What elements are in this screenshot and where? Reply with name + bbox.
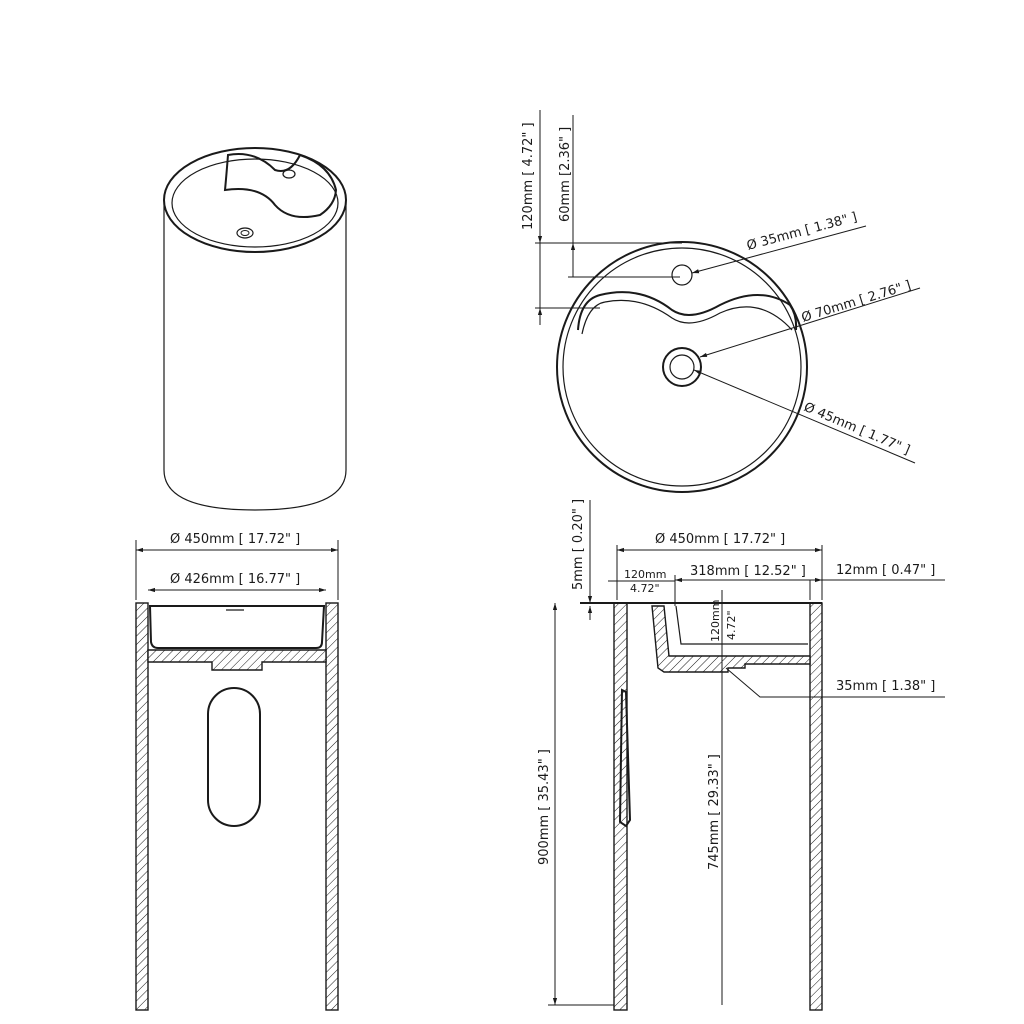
dim-900-label: 900mm [ 35.43" ] <box>537 749 552 865</box>
dim-35-label: 35mm [ 1.38" ] <box>836 679 935 694</box>
depth-120-in-label: 4.72" <box>725 610 738 640</box>
perspective-view <box>163 147 347 511</box>
side-section: Ø 450mm [ 17.72" ] 318mm [ 12.52" ] 120m… <box>537 499 945 1011</box>
dia-45-label: Ø 45mm [ 1.77" ] <box>801 400 912 458</box>
dim-12-label: 12mm [ 0.47" ] <box>836 563 935 578</box>
depth-120-mm-label: 120mm <box>709 600 722 642</box>
dim-318-label: 318mm [ 12.52" ] <box>690 564 806 579</box>
dia-35-label: Ø 35mm [ 1.38" ] <box>745 210 859 254</box>
dim-120-in-label: 4.72" <box>630 582 660 595</box>
side-dia-450-label: Ø 450mm [ 17.72" ] <box>655 532 785 547</box>
top-view: 120mm [ 4.72" ] 60mm [2.36" ] Ø 35mm [ 1… <box>521 110 921 493</box>
front-section: Ø 450mm [ 17.72" ] Ø 426mm [ 16.77" ] <box>135 532 339 1011</box>
dia-70-label: Ø 70mm [ 2.76" ] <box>800 278 913 326</box>
dim-5-label: 5mm [ 0.20" ] <box>571 499 586 590</box>
front-dia-426-label: Ø 426mm [ 16.77" ] <box>170 572 300 587</box>
dim-120-mm-label: 120mm <box>624 568 666 581</box>
front-dia-450-label: Ø 450mm [ 17.72" ] <box>170 532 300 547</box>
dim-120-label: 120mm [ 4.72" ] <box>521 122 536 230</box>
drain-icon <box>236 227 254 239</box>
dim-745-label: 745mm [ 29.33" ] <box>707 754 722 870</box>
dim-60-label: 60mm [2.36" ] <box>558 127 573 222</box>
